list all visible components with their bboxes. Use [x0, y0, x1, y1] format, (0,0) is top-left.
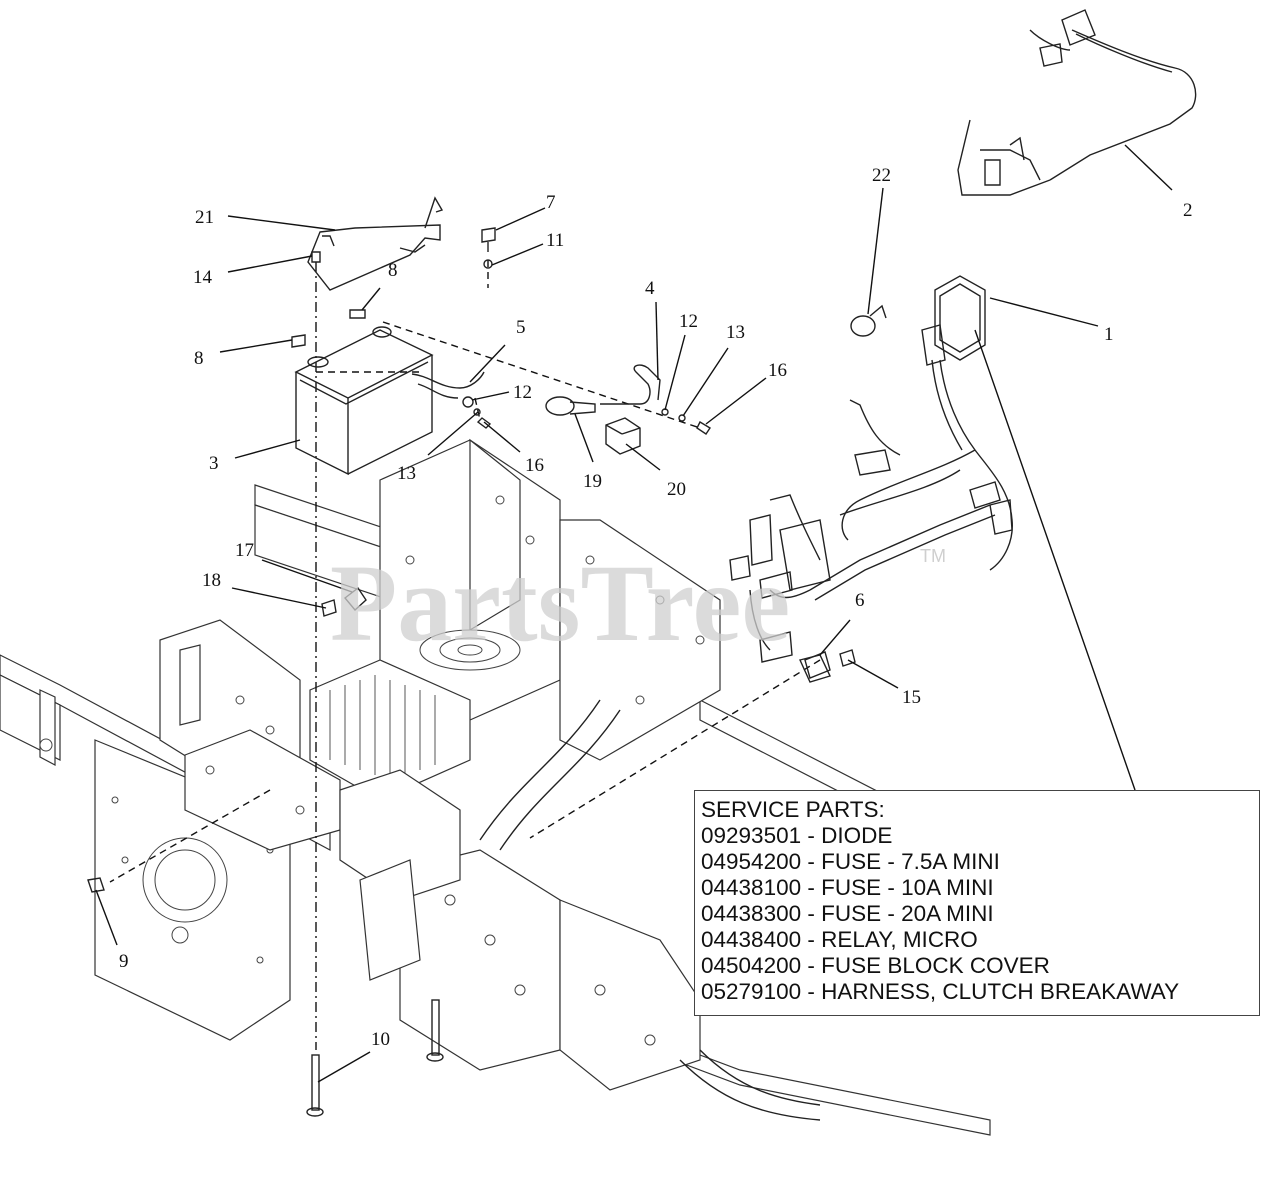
callout-4: 4: [645, 278, 655, 299]
callout-8a: 8: [388, 260, 398, 281]
callout-6: 6: [855, 590, 865, 611]
callout-8b: 8: [194, 348, 204, 369]
watermark-trademark: TM: [920, 546, 946, 566]
long-bolt: [306, 999, 444, 1117]
relay: [605, 417, 641, 455]
callout-5: 5: [516, 317, 526, 338]
bolt-9: [87, 877, 105, 893]
service-part-item: 04438300 - FUSE - 20A MINI: [701, 901, 994, 926]
leader-lines: [95, 144, 1173, 1083]
diode: [804, 651, 831, 679]
service-part-item: 04504200 - FUSE BLOCK COVER: [701, 953, 1050, 978]
watermark: PartsTree: [330, 542, 790, 664]
harness-bracket: [321, 586, 367, 617]
service-part-item: 04438100 - FUSE - 10A MINI: [701, 875, 994, 900]
callout-1: 1: [1104, 324, 1114, 345]
callout-18: 18: [202, 570, 221, 591]
callout-2: 2: [1183, 200, 1193, 221]
callout-9: 9: [119, 951, 129, 972]
positive-cable: [600, 364, 661, 405]
callout-11: 11: [546, 230, 564, 251]
callout-17: 17: [235, 540, 254, 561]
callout-7: 7: [546, 192, 556, 213]
callout-13b: 13: [397, 463, 416, 484]
hold-down-bracket: [307, 196, 444, 291]
cable-clip: [850, 304, 887, 337]
callout-21: 21: [195, 207, 214, 228]
clutch-harness: [957, 9, 1197, 196]
battery-cable: [411, 371, 485, 399]
service-part-item: 09293501 - DIODE: [701, 823, 893, 848]
callout-12b: 12: [513, 382, 532, 403]
bolt-7: [481, 227, 496, 269]
service-part-item: 05279100 - HARNESS, CLUTCH BREAKAWAY: [701, 979, 1180, 1004]
terminal-bolt: [291, 309, 366, 348]
service-part-item: 04438400 - RELAY, MICRO: [701, 927, 978, 952]
washer-nut-right: [661, 408, 711, 435]
assembly-lines: [109, 260, 821, 1050]
callout-16b: 16: [525, 455, 544, 476]
callout-22: 22: [872, 165, 891, 186]
service-parts-box: SERVICE PARTS: 09293501 - DIODE 04954200…: [694, 790, 1260, 1016]
callout-13a: 13: [726, 322, 745, 343]
service-parts-heading: SERVICE PARTS:: [701, 797, 885, 822]
bolt-14: [311, 251, 321, 263]
callout-10: 10: [371, 1029, 390, 1050]
terminal-boot: [545, 396, 596, 416]
callout-19: 19: [583, 471, 602, 492]
callout-15: 15: [902, 687, 921, 708]
chassis-frame: [0, 438, 1051, 1136]
main-harness: [729, 275, 1013, 683]
callout-16a: 16: [768, 360, 787, 381]
callout-12a: 12: [679, 311, 698, 332]
service-part-item: 04954200 - FUSE - 7.5A MINI: [701, 849, 1000, 874]
callout-3: 3: [209, 453, 219, 474]
washer-nut-left: [462, 396, 492, 429]
callout-14: 14: [193, 267, 213, 288]
callout-20: 20: [667, 479, 686, 500]
callout-labels: 1 2 3 4 5 6 7 8 8 9 10 11 12 12 13 13 14…: [119, 165, 1193, 1050]
screw-15: [839, 649, 856, 667]
